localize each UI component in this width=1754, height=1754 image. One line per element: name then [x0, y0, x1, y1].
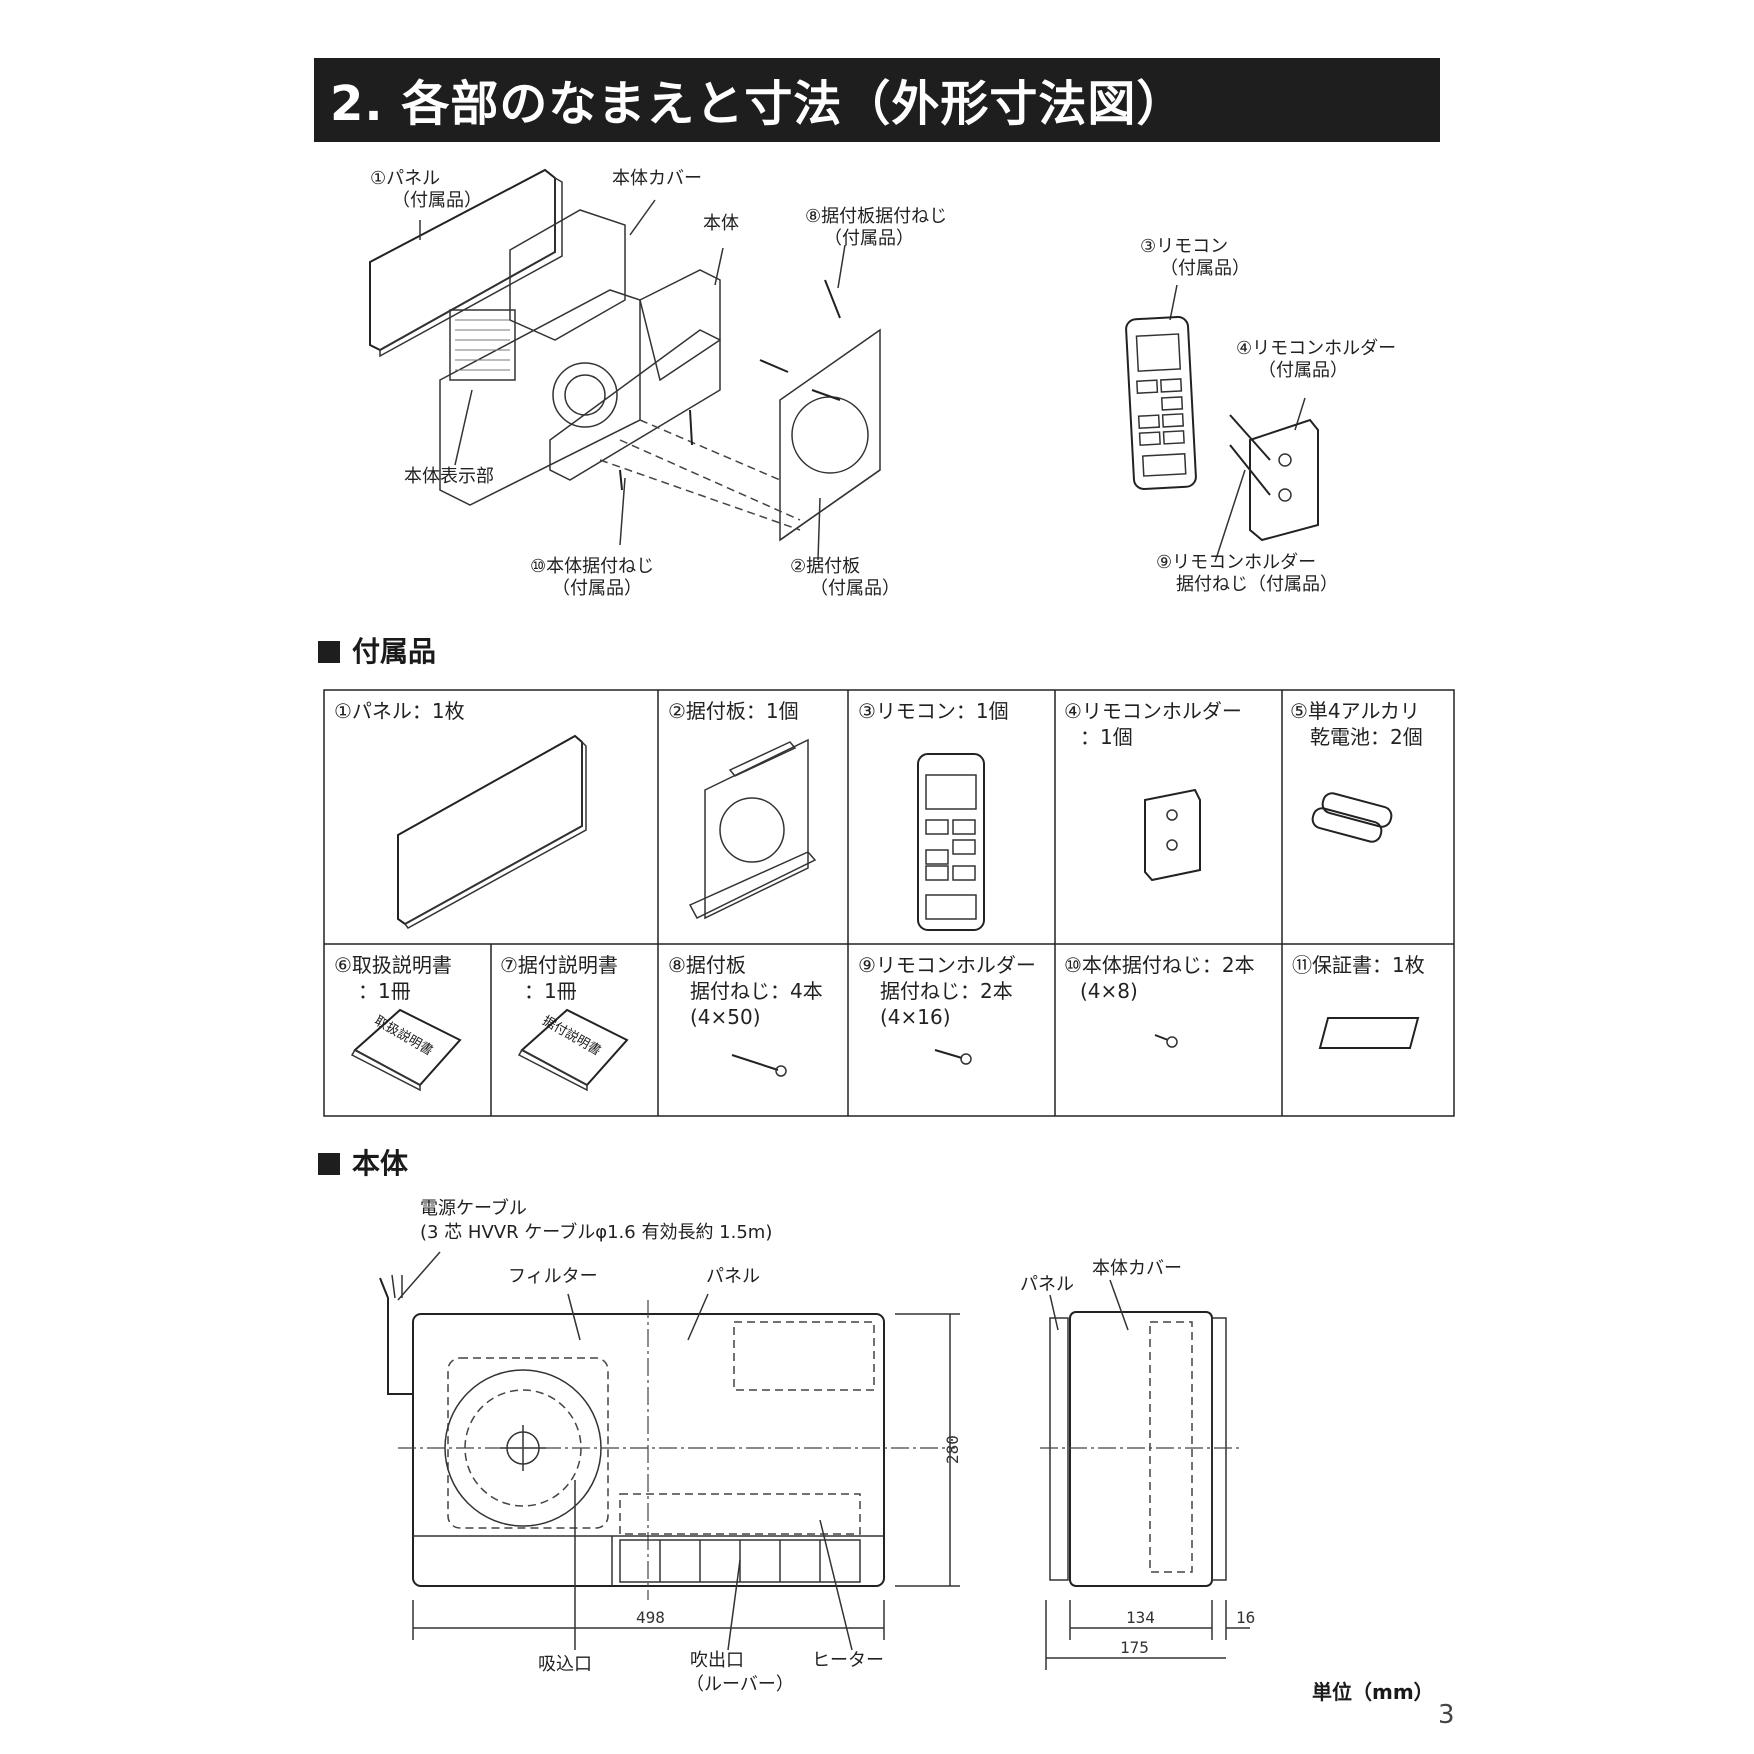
- label-body-screw-acc: （付属品）: [552, 578, 642, 599]
- dim-total-depth: 175: [1120, 1638, 1149, 1657]
- exploded-body-drawing: [439, 209, 721, 506]
- accessories-heading: 付属品: [318, 630, 436, 670]
- acc-panel-drawing: [397, 734, 587, 929]
- accessories-heading-text: 付属品: [352, 635, 437, 668]
- label-body-screw: ⑩本体据付ねじ: [530, 556, 655, 577]
- label-louver: （ルーバー）: [686, 1674, 794, 1695]
- label-cable-spec: (3 芯 HVVR ケーブルφ1.6 有効長約 1.5m): [420, 1222, 773, 1243]
- dim-height: 280: [942, 1435, 962, 1464]
- exploded-remote-drawing: [1125, 316, 1197, 490]
- dim-depth: 134: [1126, 1608, 1155, 1627]
- label-panel: ①パネル: [370, 168, 441, 189]
- label-plate-screw-acc: （付属品）: [824, 228, 914, 249]
- label-filter: フィルター: [508, 1266, 598, 1287]
- label-holder-screw-acc: 据付ねじ（付属品）: [1176, 574, 1338, 595]
- acc-cell-holder-screw: ⑨リモコンホルダー: [858, 953, 1036, 977]
- label-cover: 本体カバー: [612, 168, 702, 189]
- side-view-dimensions: [1045, 1600, 1250, 1670]
- acc-screws-drawing: [731, 1034, 1178, 1077]
- label-body: 本体: [703, 213, 739, 234]
- acc-cell-plate-screw-qty: 据付ねじ：4本: [690, 979, 823, 1003]
- acc-cell-plate-screw-size: (4×50): [690, 1005, 761, 1029]
- accessories-table-grid: [323, 689, 1455, 1117]
- acc-warranty-drawing: [1318, 1017, 1420, 1049]
- exploded-guide-lines: [599, 419, 801, 531]
- front-view-leaders: [397, 1251, 853, 1651]
- main-body-heading: 本体: [318, 1142, 408, 1182]
- acc-plate-drawing: [688, 738, 817, 920]
- title-bar: [314, 58, 1440, 142]
- label-remote-acc: （付属品）: [1160, 258, 1250, 279]
- label-cable: 電源ケーブル: [420, 1198, 527, 1219]
- acc-remote-drawing: [917, 753, 985, 931]
- front-view-dimensions: [412, 1313, 960, 1640]
- label-side-panel: パネル: [1020, 1274, 1074, 1295]
- label-plate-screw: ⑧据付板据付ねじ: [805, 206, 948, 227]
- acc-cell-holder: ④リモコンホルダー: [1064, 699, 1242, 723]
- acc-cell-manual: ⑥取扱説明書: [334, 953, 452, 977]
- acc-cell-body-screw-size: (4×8): [1080, 979, 1138, 1003]
- heading-square-icon: [318, 1153, 340, 1175]
- acc-cell-body-screw: ⑩本体据付ねじ：2本: [1064, 953, 1255, 977]
- exploded-leaders: [419, 199, 1306, 563]
- exploded-screws: [619, 279, 841, 491]
- acc-cell-holder-qty: ：1個: [1080, 725, 1133, 749]
- acc-holder-drawing: [1144, 788, 1201, 882]
- exploded-panel-drawing: [369, 168, 563, 358]
- label-holder: ④リモコンホルダー: [1236, 338, 1397, 359]
- acc-cell-panel: ①パネル：1枚: [334, 699, 465, 723]
- label-heater: ヒーター: [812, 1650, 884, 1671]
- label-outlet: 吹出口: [690, 1650, 744, 1671]
- acc-cell-warranty: ⑪保証書：1枚: [1292, 953, 1425, 977]
- label-holder-acc: （付属品）: [1258, 360, 1348, 381]
- page-title: 2. 各部のなまえと寸法（外形寸法図）: [330, 76, 1186, 132]
- acc-cell-battery-qty: 乾電池：2個: [1310, 725, 1423, 749]
- acc-cell-remote: ③リモコン：1個: [858, 699, 1009, 723]
- acc-cell-install-manual: ⑦据付説明書: [500, 953, 618, 977]
- side-view-leaders: [1049, 1279, 1129, 1331]
- acc-manual2-drawing: [517, 1008, 629, 1092]
- label-panel-acc: （付属品）: [392, 190, 482, 211]
- label-display: 本体表示部: [404, 466, 494, 487]
- acc-batteries-drawing: [1311, 792, 1393, 843]
- exploded-holder-drawing: [1229, 414, 1319, 542]
- acc-cell-battery: ⑤単4アルカリ: [1290, 699, 1420, 723]
- acc-cell-holder-screw-size: (4×16): [880, 1005, 951, 1029]
- label-front-panel: パネル: [706, 1266, 760, 1287]
- dim-width: 498: [636, 1608, 665, 1627]
- label-plate-acc: （付属品）: [810, 578, 900, 599]
- dim-panel-depth: 16: [1236, 1608, 1256, 1627]
- label-holder-screw: ⑨リモコンホルダー: [1156, 552, 1317, 573]
- acc-cell-holder-screw-qty: 据付ねじ：2本: [880, 979, 1013, 1003]
- acc-cell-plate: ②据付板：1個: [668, 699, 799, 723]
- label-remote: ③リモコン: [1140, 236, 1229, 257]
- unit-note: 単位（mm）: [1312, 1680, 1434, 1704]
- front-view-drawing: [379, 1274, 955, 1600]
- acc-cell-manual-qty: ：1冊: [358, 979, 411, 1003]
- label-plate: ②据付板: [790, 556, 861, 577]
- main-body-heading-text: 本体: [352, 1147, 409, 1180]
- side-view-drawing: [1040, 1311, 1240, 1587]
- label-inlet: 吸込口: [538, 1654, 592, 1675]
- acc-cell-plate-screw: ⑧据付板: [668, 953, 746, 977]
- label-side-cover: 本体カバー: [1092, 1258, 1182, 1279]
- heading-square-icon: [318, 641, 340, 663]
- exploded-plate-drawing: [779, 328, 881, 542]
- page-number: 3: [1438, 1700, 1455, 1730]
- acc-cell-install-manual-qty: ：1冊: [524, 979, 577, 1003]
- acc-manual1-drawing: [350, 1008, 462, 1092]
